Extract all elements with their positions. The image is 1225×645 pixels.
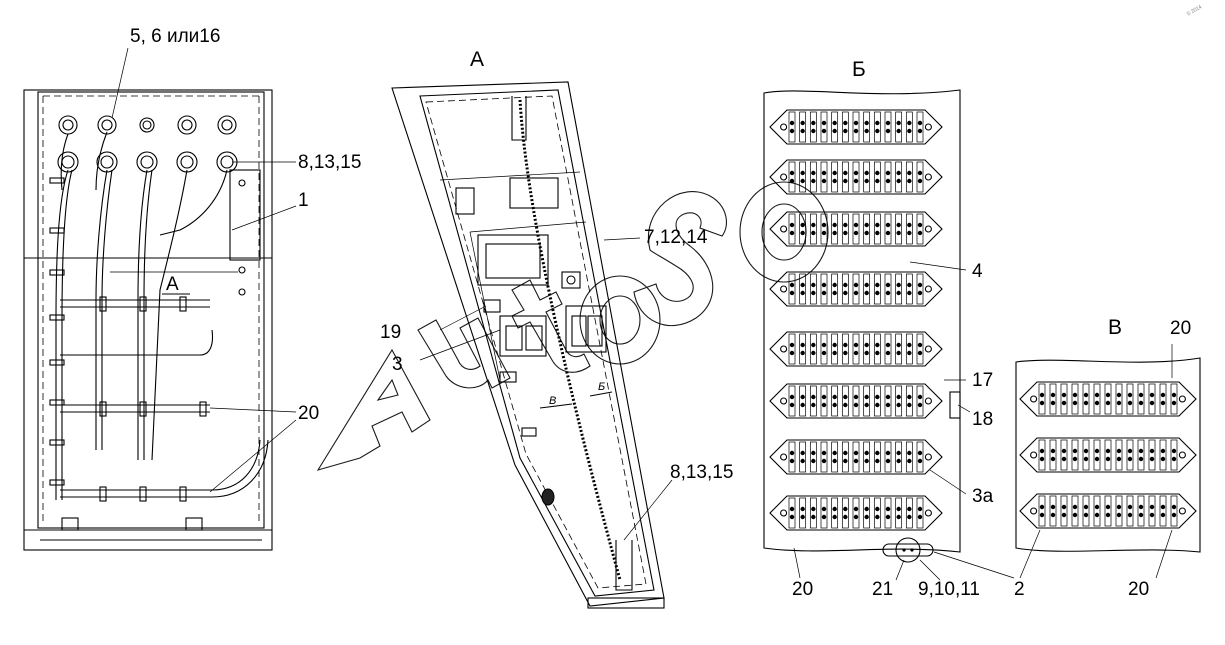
view-title-b: Б [852, 58, 866, 81]
left-view: A [23, 47, 297, 551]
middle-view: В Б [391, 81, 673, 609]
section-mark-b: Б [598, 381, 605, 393]
label-5-6-16: 5, 6 или16 [130, 26, 220, 47]
right-view-v [1015, 344, 1201, 579]
label-17: 17 [972, 370, 993, 391]
gland-row-top [58, 115, 237, 135]
label-8-13-15-left: 8,13,15 [298, 152, 361, 173]
terminal-strip-b-1 [769, 109, 943, 145]
label-19: 19 [380, 322, 401, 343]
label-20-left: 20 [298, 403, 319, 424]
label-21: 21 [872, 579, 893, 600]
label-20-top-v: 20 [1170, 318, 1191, 339]
label-7-12-14: 7,12,14 [644, 227, 708, 248]
label-3: 3 [392, 354, 403, 375]
gland-row-second [57, 151, 238, 173]
label-20-bottom-b: 20 [792, 579, 813, 600]
corner-mark: © 2014 [1186, 3, 1204, 17]
label-4: 4 [972, 261, 983, 282]
terminal-strip-v-3 [1019, 493, 1197, 529]
label-1: 1 [298, 190, 309, 211]
section-mark-v: В [549, 395, 556, 407]
terminal-strip-v-1 [1019, 381, 1197, 417]
right-view-b [763, 89, 1015, 581]
label-20-bottom-v: 20 [1128, 579, 1149, 600]
label-18: 18 [972, 409, 993, 430]
cable-clips-left [49, 177, 207, 502]
terminal-strip-b-3 [769, 211, 943, 247]
watermark: © 2014 [316, 3, 1204, 471]
label-3a: 3а [972, 486, 994, 507]
view-title-a: А [470, 48, 484, 71]
label-9-10-11: 9,10,11 [918, 579, 980, 600]
terminal-strip-b-6 [769, 383, 943, 419]
terminal-strip-b-4 [769, 271, 943, 307]
view-title-v: В [1108, 316, 1122, 339]
label-2: 2 [1014, 579, 1025, 600]
section-mark-a: A [166, 274, 179, 295]
terminal-strip-b-5 [769, 331, 943, 367]
terminal-strip-v-2 [1019, 437, 1197, 473]
terminal-strip-b-8 [769, 495, 943, 531]
terminal-strip-b-7 [769, 439, 943, 475]
cables-left [55, 131, 269, 500]
label-8-13-15-middle: 8,13,15 [670, 462, 733, 483]
terminal-strip-b-2 [769, 159, 943, 195]
